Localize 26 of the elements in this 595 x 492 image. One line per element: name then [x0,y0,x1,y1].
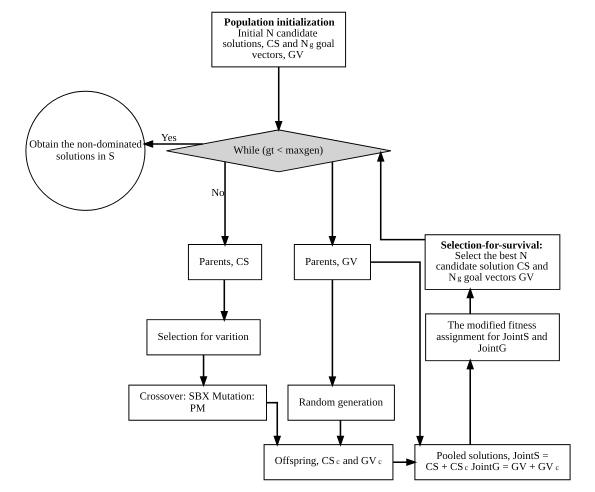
arrow [199,355,207,388]
arrow [370,261,424,447]
node-box: Pooled solutions, JointS = CS + CSc JointG = GV + GVc [414,444,570,480]
node-box: Selection-for-survival: Select the best N candidate solution CS and Ng goal vectors GV [424,234,560,290]
arrow [142,140,202,148]
arrow [328,162,336,247]
node-box: Random generation [287,384,394,421]
node-box: The modified fitness assignment for JointS and JointG [424,313,560,362]
arrow [220,162,228,247]
node-box: Offspring, CSc and GVc [263,444,393,480]
node-box: Selection for varition [146,319,260,356]
arrow [336,420,344,447]
edge-label: No [210,187,224,200]
node-box: Parents, GV [293,244,370,280]
arrow [376,150,424,240]
arrow [466,358,474,445]
node-box: Crossover: SBX Mutation: PM [128,384,266,421]
node-circle: Obtain the non-dominated solutions in S [24,90,145,211]
arrow [466,287,474,314]
arrow [392,458,417,466]
node-box: Population initialization Initial N candidate solutions, CS and Ng goal vectors, GV [210,12,346,68]
arrow [266,402,281,447]
arrow [274,67,282,132]
node-box: Parents, CS [187,244,262,280]
arrow [328,280,336,388]
arrow [220,280,228,322]
